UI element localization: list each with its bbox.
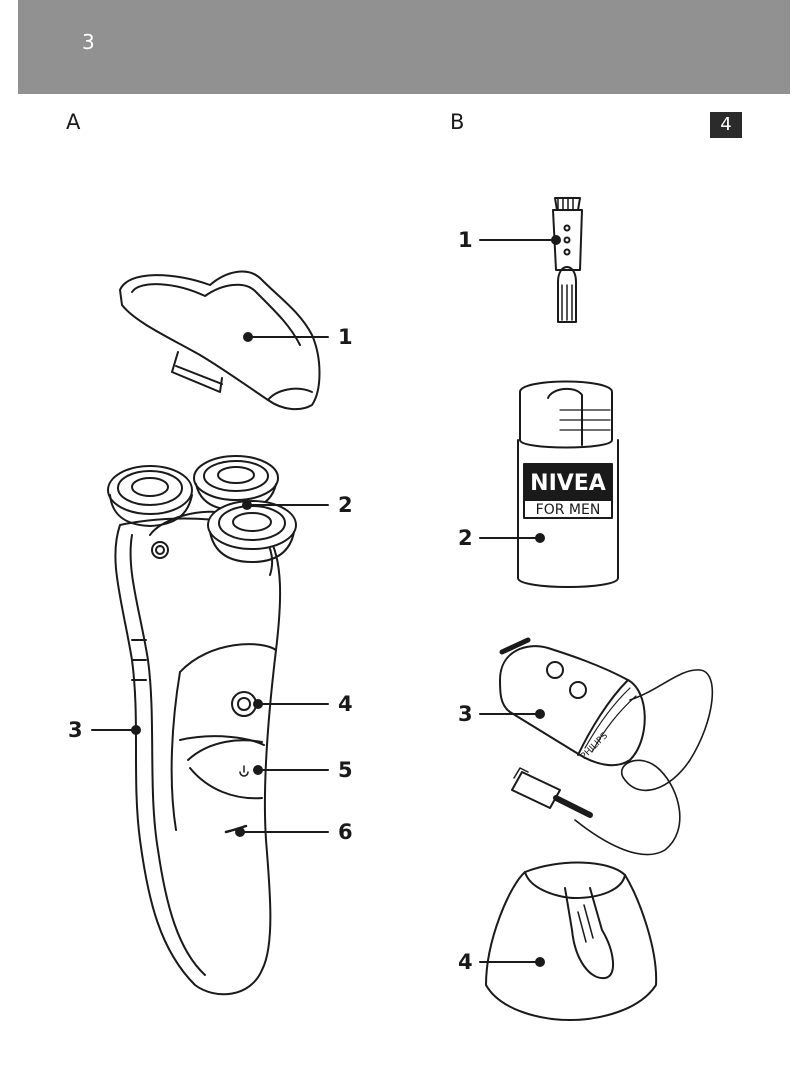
callout-a4: 4 [338,692,353,716]
bottle-subtitle-text: FOR MEN [536,502,601,518]
figure-b-leader-lines [480,236,560,966]
charging-stand [486,863,656,1020]
callout-b2: 2 [458,526,473,550]
callout-a5: 5 [338,758,353,782]
protection-cap [120,272,320,410]
callout-b3: 3 [458,702,473,726]
cleaning-brush [553,198,582,322]
charger-adapter [500,640,712,855]
callout-b4: 4 [458,950,473,974]
callout-a2: 2 [338,493,353,517]
bottle-brand-text: NIVEA [530,471,606,496]
shaver-body [115,512,280,995]
callout-a6: 6 [338,820,353,844]
callout-b1: 1 [458,228,473,252]
callout-a1: 1 [338,325,353,349]
callout-a3: 3 [68,718,83,742]
